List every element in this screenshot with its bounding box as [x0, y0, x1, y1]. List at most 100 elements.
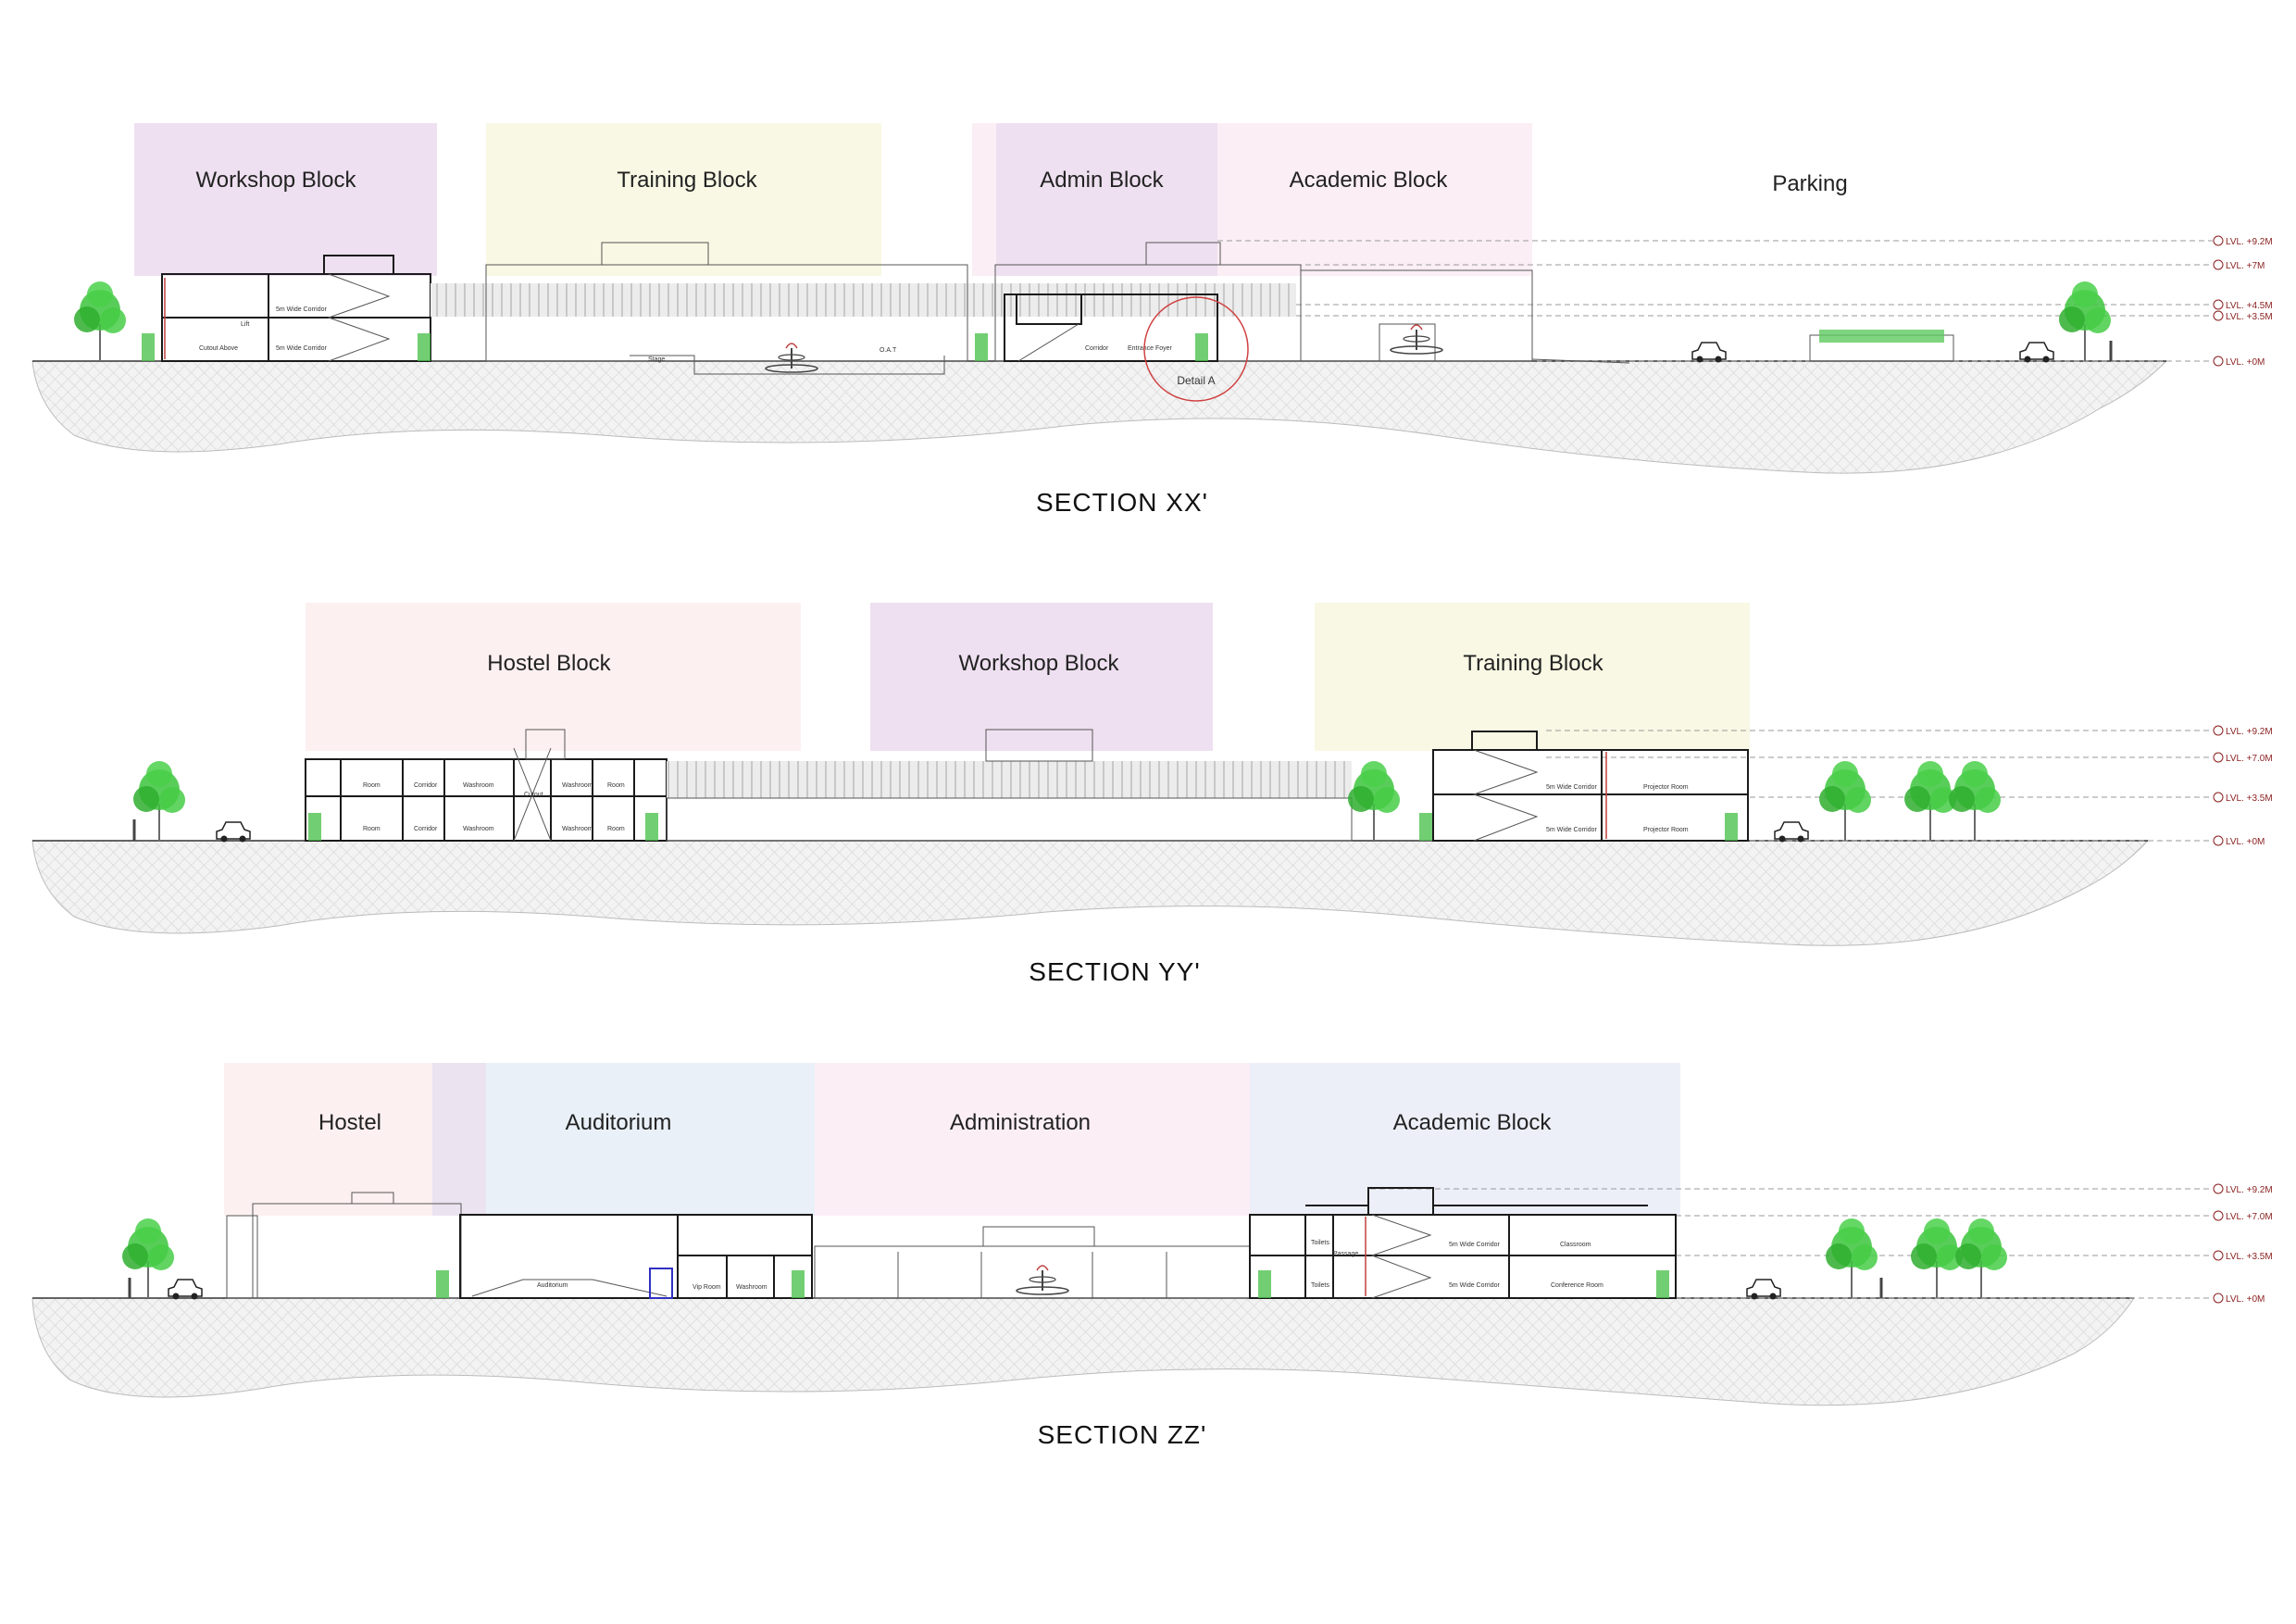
- zone-label-admin: Admin Block: [1040, 168, 1164, 193]
- level-label: LVL. +7M: [2226, 261, 2265, 271]
- level-marker-icon: [2213, 356, 2224, 367]
- tree-icon: [132, 760, 186, 842]
- room-label: O.A.T: [880, 347, 897, 354]
- level-marker-icon: [2213, 835, 2224, 846]
- zone-label-hostel: Hostel: [318, 1110, 381, 1135]
- tree-icon: [1948, 760, 2002, 842]
- zone-label-parking: Parking: [1772, 171, 1847, 196]
- zone-hostel-block: [306, 603, 801, 751]
- screened-corridor: [430, 283, 1296, 317]
- level-label: LVL. +7.0M: [2226, 754, 2273, 764]
- room-label: 5m Wide Corridor: [1449, 1282, 1501, 1289]
- room-label: 5m Wide Corridor: [276, 345, 328, 352]
- room-label: Auditorium: [537, 1282, 568, 1289]
- level-marker-icon: [2213, 1210, 2224, 1221]
- detail-callout-circle: [1143, 296, 1249, 402]
- section-zz: Hostel Auditorium Administration Academi…: [31, 1063, 2273, 1449]
- room-label: Room: [363, 782, 381, 789]
- tree-icon: [308, 813, 321, 841]
- room-label: Entrance Foyer: [1128, 345, 1173, 352]
- room-label: Washroom: [562, 826, 593, 832]
- room-label: Room: [607, 826, 625, 832]
- section-title: SECTION ZZ': [1038, 1420, 1207, 1449]
- level-marker-icon: [2213, 259, 2224, 270]
- zone-academic-block: [1217, 123, 1532, 276]
- zone-workshop-block: [870, 603, 1213, 751]
- training-building-section: 5m Wide Corridor Projector Room 5m Wide …: [1432, 731, 1749, 842]
- zone-label-training: Training Block: [617, 168, 757, 193]
- zone-hostel: [224, 1063, 432, 1216]
- car-icon: [168, 1279, 203, 1301]
- tree-icon: [418, 333, 430, 361]
- tree-icon: [1818, 760, 1872, 842]
- detail-callout-label: Detail A: [1177, 374, 1215, 387]
- level-marker-icon: [2213, 1183, 2224, 1194]
- level-label: LVL. +9.2M: [2226, 237, 2273, 247]
- level-marker-icon: [2213, 792, 2224, 803]
- zone-auditorium: [486, 1063, 815, 1216]
- room-label: Room: [607, 782, 625, 789]
- zone-training-block: [486, 123, 881, 276]
- room-label: 5m Wide Corridor: [1449, 1242, 1501, 1248]
- room-label: Washroom: [463, 826, 494, 832]
- tree-icon: [1725, 813, 1738, 841]
- zone-label-training: Training Block: [1463, 651, 1603, 676]
- section-yy: Hostel Block Workshop Block Training Blo…: [31, 603, 2273, 986]
- room-label: 5m Wide Corridor: [1546, 784, 1598, 791]
- admin-building-section: Corridor Entrance Foyer: [994, 242, 1302, 362]
- level-label: LVL. +0M: [2226, 837, 2265, 847]
- level-markers-yy: LVL. +9.2M LVL. +7.0M LVL. +3.5M LVL. +0…: [2213, 725, 2273, 847]
- level-label: LVL. +3.5M: [2226, 1252, 2273, 1262]
- room-label: Washroom: [463, 782, 494, 789]
- zone-label-workshop: Workshop Block: [196, 168, 357, 193]
- academic-building-section: Toilets Passage 5m Wide Corridor Classro…: [1249, 1187, 1677, 1299]
- section-title: SECTION XX': [1036, 488, 1208, 517]
- level-markers-xx: LVL. +9.2M LVL. +7M LVL. +4.5M LVL. +3.5…: [2213, 235, 2273, 368]
- zone-admin-block: [972, 123, 1217, 276]
- level-label: LVL. +0M: [2226, 357, 2265, 368]
- zone-label-workshop: Workshop Block: [959, 651, 1120, 676]
- car-icon: [2019, 342, 2054, 364]
- zone-administration: [815, 1063, 1250, 1216]
- room-label: Passage: [1333, 1251, 1358, 1257]
- level-label: LVL. +9.2M: [2226, 727, 2273, 737]
- level-label: LVL. +3.5M: [2226, 312, 2273, 322]
- car-icon: [216, 821, 251, 843]
- ground-mass: [31, 840, 2150, 946]
- room-label: Cutout Above: [199, 345, 238, 352]
- room-label: Stage: [648, 356, 665, 363]
- zone-label-hostel: Hostel Block: [487, 651, 611, 676]
- room-label: Toilets: [1311, 1240, 1329, 1246]
- ground-mass: [31, 1297, 2135, 1406]
- tree-icon: [792, 1270, 805, 1298]
- level-label: LVL. +0M: [2226, 1294, 2265, 1305]
- room-label: Projector Room: [1643, 827, 1689, 833]
- tree-icon: [645, 813, 658, 841]
- tree-icon: [1347, 760, 1401, 842]
- level-marker-icon: [2213, 752, 2224, 763]
- level-marker-icon: [2213, 1293, 2224, 1304]
- room-label: Washroom: [736, 1284, 767, 1291]
- room-label: Corridor: [414, 782, 438, 789]
- level-marker-icon: [2213, 725, 2224, 736]
- zone-training-block: [1315, 603, 1750, 751]
- tree-icon: [1195, 333, 1208, 361]
- tree-icon: [1903, 760, 1957, 842]
- zone-link: [432, 1063, 486, 1216]
- zone-label-auditorium: Auditorium: [566, 1110, 672, 1135]
- ground-mass: [31, 360, 2168, 474]
- zone-workshop-block: [134, 123, 437, 276]
- room-label: Corridor: [1085, 345, 1109, 352]
- level-marker-icon: [2213, 310, 2224, 321]
- tree-icon: [1419, 813, 1432, 841]
- tree-icon: [1258, 1270, 1271, 1298]
- tree-icon: [1910, 1218, 1964, 1299]
- level-marker-icon: [2213, 1250, 2224, 1261]
- tree-icon: [1954, 1218, 2008, 1299]
- room-label: 5m Wide Corridor: [276, 306, 328, 313]
- room-label: Washroom: [562, 782, 593, 789]
- level-label: LVL. +9.2M: [2226, 1185, 2273, 1195]
- car-icon: [1746, 1279, 1781, 1301]
- tree-icon: [1656, 1270, 1669, 1298]
